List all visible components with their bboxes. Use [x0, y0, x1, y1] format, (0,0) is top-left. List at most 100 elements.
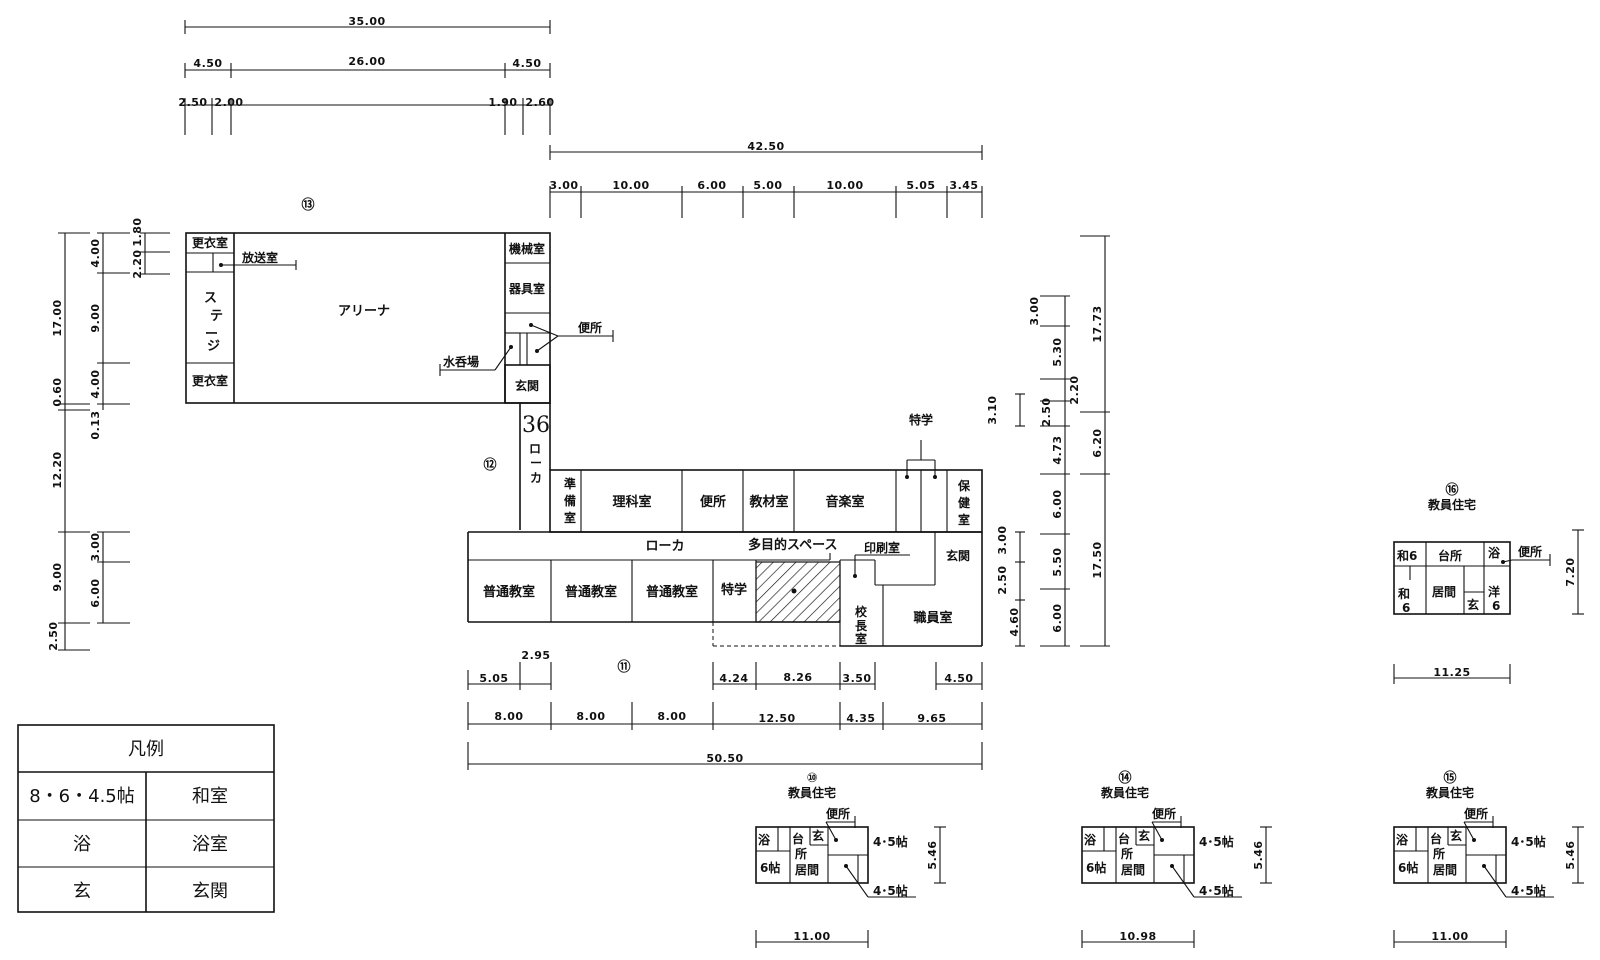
house-16-wa: 和 [1397, 586, 1410, 601]
staff-room: 職員室 [913, 610, 952, 626]
classroom-1: 普通教室 [483, 584, 535, 600]
entrance-gym: 玄関 [515, 378, 539, 393]
top-dimensions-gym: 35.00 4.50 26.00 4.50 2.50 2.00 1.90 2.6… [178, 15, 554, 135]
building-number-16: ⑯ [1445, 482, 1458, 498]
legend-title: 凡例 [128, 739, 164, 760]
building-number-15: ⑮ [1443, 770, 1456, 786]
changing-room-bottom: 更衣室 [192, 373, 228, 388]
house-14-height: 5.46 [1252, 840, 1265, 869]
dim-42-50: 42.50 [747, 140, 784, 153]
school-building: 準 備 室 理科室 便所 教材室 音楽室 保 健 室 特学 ローカ 多目的スペー… [467, 412, 983, 675]
equipment-room: 器具室 [508, 281, 545, 296]
teacher-house-14: ⑭ 教員住宅 浴 台 所 玄 6帖 居間 便所 4･5帖 4･5帖 5.46 1… [1081, 770, 1272, 948]
dim-35-00: 35.00 [348, 15, 385, 28]
house-14-living: 居間 [1121, 863, 1145, 877]
house-16-bath: 浴 [1488, 545, 1501, 560]
dim-4-73: 4.73 [1051, 435, 1064, 464]
house-16-entrance: 玄 [1467, 597, 1479, 612]
house-10-title: 教員住宅 [787, 785, 836, 800]
dim-3-00-right: 3.00 [1028, 296, 1041, 325]
right-dimensions: 17.73 6.20 17.50 3.00 5.30 2.20 2.50 4.7… [986, 235, 1110, 647]
building-number-12: ⑫ [483, 457, 496, 473]
legend-symbol-1: 8・6・4.5帖 [29, 786, 135, 807]
left-dimensions: 17.00 0.60 12.20 9.00 2.50 4.00 9.00 4.0… [47, 217, 170, 651]
dim-4-35: 4.35 [846, 712, 875, 725]
corridor-school: ローカ [645, 539, 684, 554]
special-class-top: 特学 [909, 412, 933, 427]
house-15-4jo-b: 4･5帖 [1511, 883, 1546, 898]
toilet-gym: 便所 [578, 320, 602, 335]
dim-5-30: 5.30 [1051, 337, 1064, 366]
dim-2-60: 2.60 [525, 96, 554, 109]
dim-3-00-left: 3.00 [89, 532, 102, 561]
multipurpose-space: 多目的スペース [748, 537, 837, 553]
dim-8-26: 8.26 [783, 671, 812, 684]
house-15-kitchen-a: 台 [1430, 831, 1442, 846]
house-14-toilet: 便所 [1152, 806, 1176, 821]
corridor-label-b: ー [530, 456, 542, 470]
dim-5-00: 5.00 [753, 179, 782, 192]
house-16-kitchen: 台所 [1438, 548, 1462, 563]
house-15-height: 5.46 [1564, 840, 1577, 869]
dim-1-90: 1.90 [488, 96, 517, 109]
dim-4-50-left: 4.50 [193, 57, 222, 70]
house-14-title: 教員住宅 [1100, 785, 1149, 800]
dim-8-00-c: 8.00 [657, 710, 686, 723]
dim-3-00: 3.00 [549, 179, 578, 192]
dim-8-00-b: 8.00 [576, 710, 605, 723]
legend-meaning-1: 和室 [192, 786, 228, 807]
house-14-bath: 浴 [1084, 832, 1097, 847]
dim-10-00-b: 10.00 [826, 179, 863, 192]
teacher-house-15: ⑮ 教員住宅 浴 台 所 玄 6帖 居間 便所 4･5帖 4･5帖 5.46 1… [1393, 770, 1584, 948]
house-14-kitchen-b: 所 [1121, 846, 1133, 861]
house-10-height: 5.46 [926, 840, 939, 869]
house-10-4jo-a: 4･5帖 [873, 834, 908, 849]
dim-4-00-upper: 4.00 [89, 238, 102, 267]
dim-1-80: 1.80 [131, 217, 144, 246]
house-10-kitchen-b: 所 [795, 846, 807, 861]
dim-4-50-right: 4.50 [512, 57, 541, 70]
stage-label-c: ー [205, 327, 218, 342]
dim-2-95: 2.95 [521, 649, 550, 662]
dim-5-05-bottom: 5.05 [479, 672, 508, 685]
music-room: 音楽室 [825, 494, 864, 510]
dim-0-60: 0.60 [51, 377, 64, 406]
house-10-width: 11.00 [793, 930, 830, 943]
house-16-title: 教員住宅 [1427, 497, 1476, 512]
dim-3-10: 3.10 [986, 395, 999, 424]
legend-symbol-2: 浴 [73, 834, 91, 855]
house-15-4jo-a: 4･5帖 [1511, 834, 1546, 849]
dim-4-00-lower: 4.00 [89, 369, 102, 398]
dim-2-50-right-b: 2.50 [996, 565, 1009, 594]
principal-room-b: 長 [855, 618, 868, 633]
house-10-4jo-b: 4･5帖 [873, 883, 908, 898]
materials-room: 教材室 [748, 494, 788, 510]
stage-label-d: ジ [207, 339, 220, 354]
house-10-entrance: 玄 [812, 828, 824, 843]
house-15-6jo: 6帖 [1398, 860, 1418, 875]
dim-9-65: 9.65 [917, 712, 946, 725]
entrance-school: 玄関 [946, 548, 970, 563]
health-room-c: 室 [958, 512, 970, 527]
prep-room-a: 準 [564, 476, 576, 491]
house-14-entrance: 玄 [1138, 828, 1150, 843]
teacher-house-10: ⑩ 教員住宅 浴 台 所 玄 6帖 居間 便所 4･5帖 4･5帖 5.46 1… [755, 771, 946, 948]
connecting-corridor: ⑫ 36 ロ ー カ [483, 403, 551, 530]
principal-room-a: 校 [855, 604, 868, 619]
house-14-4jo-b: 4･5帖 [1199, 883, 1234, 898]
dim-17-00: 17.00 [51, 299, 64, 336]
bottom-dimensions: 5.05 2.95 4.24 8.26 3.50 4.50 8.00 8.00 … [467, 649, 983, 770]
dim-6-20: 6.20 [1091, 428, 1104, 457]
toilet-school: 便所 [700, 494, 726, 510]
house-16-yo: 洋 [1488, 584, 1500, 599]
dim-12-50: 12.50 [758, 712, 795, 725]
dim-6-00-right-b: 6.00 [1051, 603, 1064, 632]
building-number-14: ⑭ [1118, 770, 1131, 786]
dim-9-00-upper: 9.00 [89, 303, 102, 332]
dim-6-00-right-a: 6.00 [1051, 489, 1064, 518]
prep-room-b: 備 [564, 493, 576, 508]
top-dimensions-wing: 42.50 3.00 10.00 6.00 5.00 10.00 5.05 3.… [549, 140, 983, 218]
printing-room: 印刷室 [864, 540, 900, 555]
house-10-kitchen-a: 台 [792, 831, 804, 846]
building-number-13: ⑬ [301, 197, 314, 213]
